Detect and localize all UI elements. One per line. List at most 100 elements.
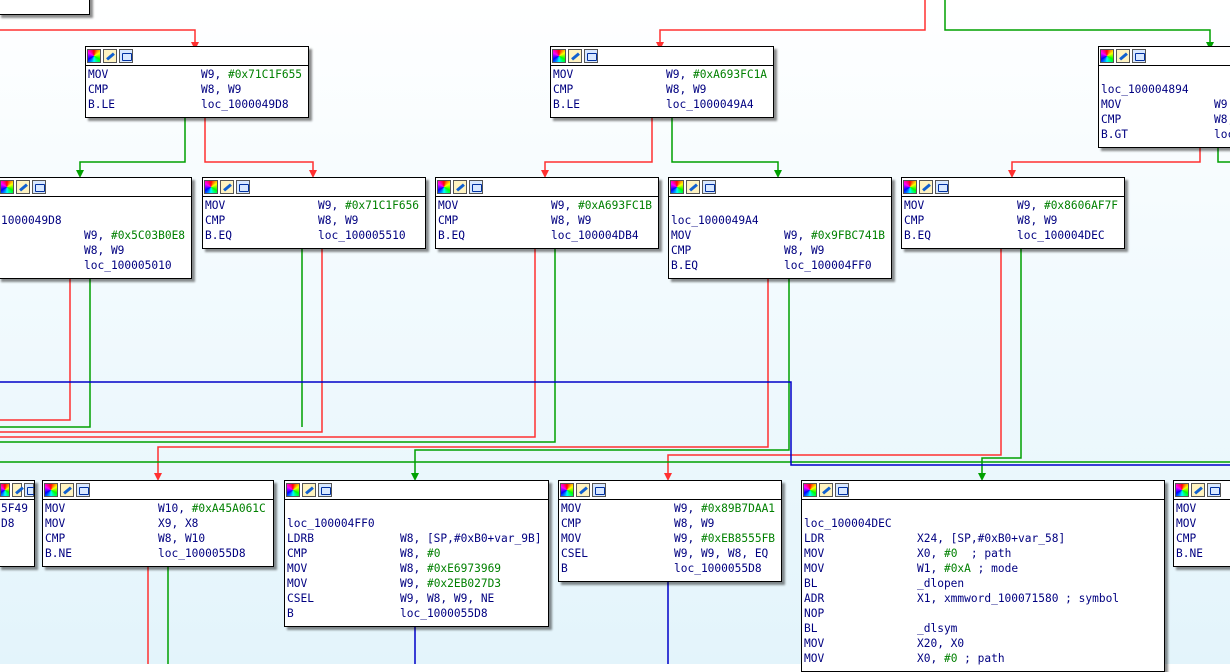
edit-pencil-icon[interactable]: [686, 180, 700, 194]
instruction-row[interactable]: BL_dlopen: [804, 576, 1164, 591]
color-palette-icon[interactable]: [0, 180, 14, 194]
graph-view-icon[interactable]: [935, 180, 949, 194]
color-palette-icon[interactable]: [552, 49, 566, 63]
instruction-row[interactable]: MOV: [1176, 501, 1230, 516]
edit-pencil-icon[interactable]: [1116, 49, 1130, 63]
graph-view-icon[interactable]: [24, 483, 34, 497]
color-palette-icon[interactable]: [0, 483, 10, 497]
edit-pencil-icon[interactable]: [12, 483, 22, 497]
edit-pencil-icon[interactable]: [453, 180, 467, 194]
color-palette-icon[interactable]: [437, 180, 451, 194]
color-palette-icon[interactable]: [87, 49, 101, 63]
color-palette-icon[interactable]: [903, 180, 917, 194]
instruction-row[interactable]: NOP: [804, 606, 1164, 621]
block-label[interactable]: loc_1000049A4: [671, 214, 759, 227]
graph-view-icon[interactable]: [119, 49, 133, 63]
edit-pencil-icon[interactable]: [302, 483, 316, 497]
color-palette-icon[interactable]: [44, 483, 58, 497]
graph-view-icon[interactable]: [584, 49, 598, 63]
graph-view-icon[interactable]: [1132, 49, 1146, 63]
block-label[interactable]: loc_100004894: [1101, 83, 1189, 96]
block-label[interactable]: loc_100004DEC: [804, 517, 892, 530]
graph-view-icon[interactable]: [835, 483, 849, 497]
instruction-row[interactable]: CMP: [1176, 531, 1230, 546]
graph-view-icon[interactable]: [318, 483, 332, 497]
block-label[interactable]: loc_100004FF0: [287, 517, 375, 530]
edit-pencil-icon[interactable]: [16, 180, 30, 194]
edit-pencil-icon[interactable]: [60, 483, 74, 497]
color-palette-icon[interactable]: [560, 483, 574, 497]
edit-pencil-icon[interactable]: [1191, 483, 1205, 497]
color-palette-icon[interactable]: [286, 483, 300, 497]
graph-view-icon[interactable]: [469, 180, 483, 194]
instruction-row[interactable]: 1000048D0: [1, 0, 89, 11]
instruction-row[interactable]: W8, W9: [1, 243, 191, 258]
instruction-row[interactable]: D8: [1, 516, 34, 531]
edit-pencil-icon[interactable]: [568, 49, 582, 63]
code-block[interactable]: 1000048D0: [0, 0, 90, 15]
color-palette-icon[interactable]: [803, 483, 817, 497]
block-label[interactable]: 1000049D8: [1, 214, 62, 227]
graph-view-icon[interactable]: [592, 483, 606, 497]
graph-view-icon[interactable]: [702, 180, 716, 194]
graph-view-icon[interactable]: [236, 180, 250, 194]
instruction-row[interactable]: MOV: [1176, 516, 1230, 531]
instruction-row[interactable]: B.GTloc: [1101, 127, 1230, 142]
instruction-row[interactable]: 5F49: [1, 501, 34, 516]
color-palette-icon[interactable]: [1100, 49, 1114, 63]
instruction-row[interactable]: B.NE: [1176, 546, 1230, 561]
graph-view-icon[interactable]: [32, 180, 46, 194]
color-palette-icon[interactable]: [670, 180, 684, 194]
color-palette-icon[interactable]: [1175, 483, 1189, 497]
instruction-row[interactable]: W9, #0x5C03B0E8: [1, 228, 191, 243]
edit-pencil-icon[interactable]: [919, 180, 933, 194]
graph-view-icon[interactable]: [1207, 483, 1221, 497]
instruction-row[interactable]: BL_dlsym: [804, 621, 1164, 636]
